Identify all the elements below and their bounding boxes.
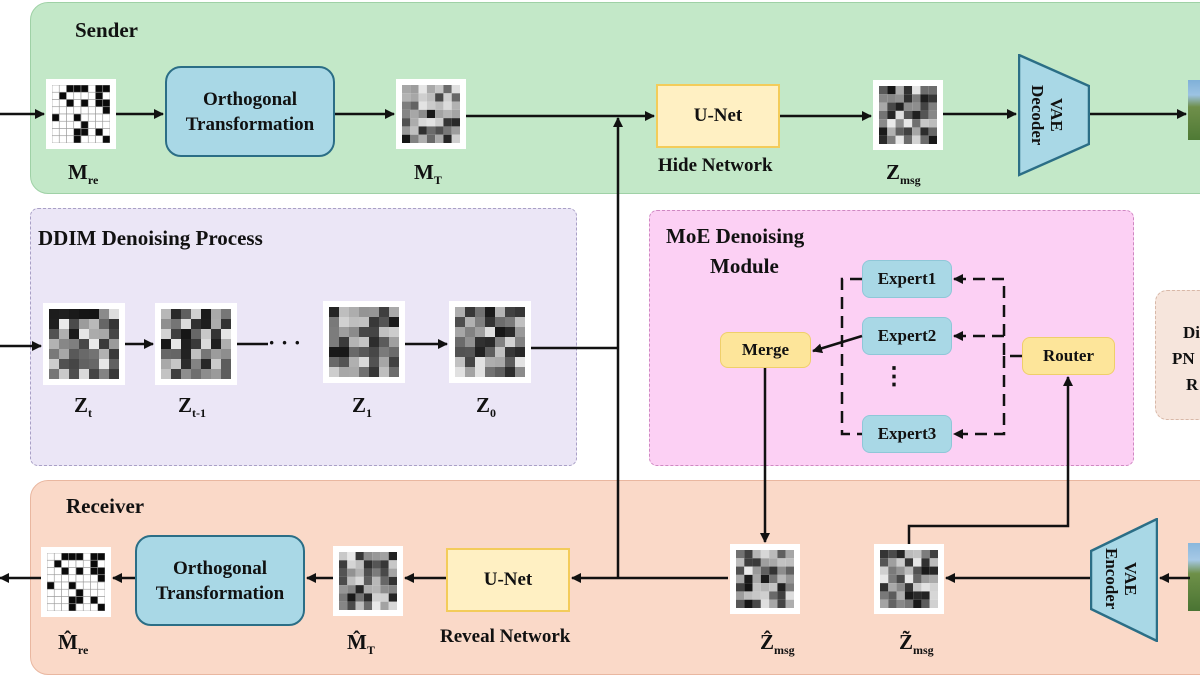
z-t-label: Zt — [74, 393, 93, 421]
vae-encoder-label: VAE Encoder — [1102, 548, 1140, 610]
m-t-hat-grid — [333, 546, 403, 616]
side-text-3: R — [1186, 375, 1199, 394]
z-1-grid — [323, 301, 405, 383]
merge-box: Merge — [720, 332, 811, 368]
receiver-orthogonal-transformation-box: Orthogonal Transformation — [135, 535, 305, 626]
expert2-box: Expert2 — [862, 317, 952, 355]
z-t1-label: Zt-1 — [178, 393, 207, 421]
dashed-router-to-expert3 — [953, 356, 1006, 439]
input-image-strip — [1188, 80, 1200, 140]
vae-decoder-trapezoid — [1018, 54, 1090, 177]
m-re-hat-label: M̂re — [58, 630, 89, 658]
z-msg-label: Zmsg — [886, 160, 921, 188]
z-msg-tilde-grid — [874, 544, 944, 614]
arrow-expert2-to-merge — [812, 334, 863, 354]
reveal-network-label: Reveal Network — [440, 626, 571, 647]
dashed-experts-to-merge — [840, 277, 862, 436]
m-re-hat-grid — [41, 547, 111, 617]
sender-title: Sender — [75, 18, 138, 42]
dashed-router-to-expert1 — [953, 274, 1022, 358]
m-re-grid — [46, 79, 116, 149]
hide-unet-box: U-Net — [656, 84, 780, 148]
receiver-title: Receiver — [66, 494, 145, 518]
z-t1-grid — [155, 303, 237, 385]
ddim-ellipsis: · · · — [268, 330, 302, 355]
side-text-1: Di — [1183, 323, 1200, 342]
z-t-grid — [43, 303, 125, 385]
vae-encoder-trapezoid — [1090, 518, 1158, 642]
vae-decoder-label: VAE Decoder — [1028, 84, 1066, 146]
experts-vdots: ⋮ — [882, 364, 906, 390]
m-t-label: MT — [414, 160, 442, 188]
arrow-ztilde-to-router — [907, 376, 1073, 544]
stego-image-strip — [1188, 543, 1200, 611]
moe-title-line2: Module — [710, 254, 779, 278]
z-1-label: Z1 — [352, 393, 373, 421]
expert3-box: Expert3 — [862, 415, 952, 453]
z-0-label: Z0 — [476, 393, 497, 421]
z-msg-hat-label: Ẑmsg — [760, 630, 795, 658]
m-re-label: Mre — [68, 160, 99, 188]
moe-title-line1: MoE Denoising — [666, 224, 805, 248]
router-box: Router — [1022, 337, 1115, 375]
z-0-grid — [449, 301, 531, 383]
side-panel — [1155, 290, 1200, 420]
reveal-unet-box: U-Net — [446, 548, 570, 612]
m-t-grid — [396, 79, 466, 149]
hide-network-label: Hide Network — [658, 155, 773, 176]
m-t-hat-label: M̂T — [347, 630, 375, 658]
side-text-2: PN — [1172, 349, 1195, 368]
z-msg-hat-grid — [730, 544, 800, 614]
ddim-title: DDIM Denoising Process — [38, 226, 263, 250]
z-msg-grid — [873, 80, 943, 150]
expert1-box: Expert1 — [862, 260, 952, 298]
z-msg-tilde-label: Z̃msg — [899, 630, 934, 658]
sender-orthogonal-transformation-box: Orthogonal Transformation — [165, 66, 335, 157]
